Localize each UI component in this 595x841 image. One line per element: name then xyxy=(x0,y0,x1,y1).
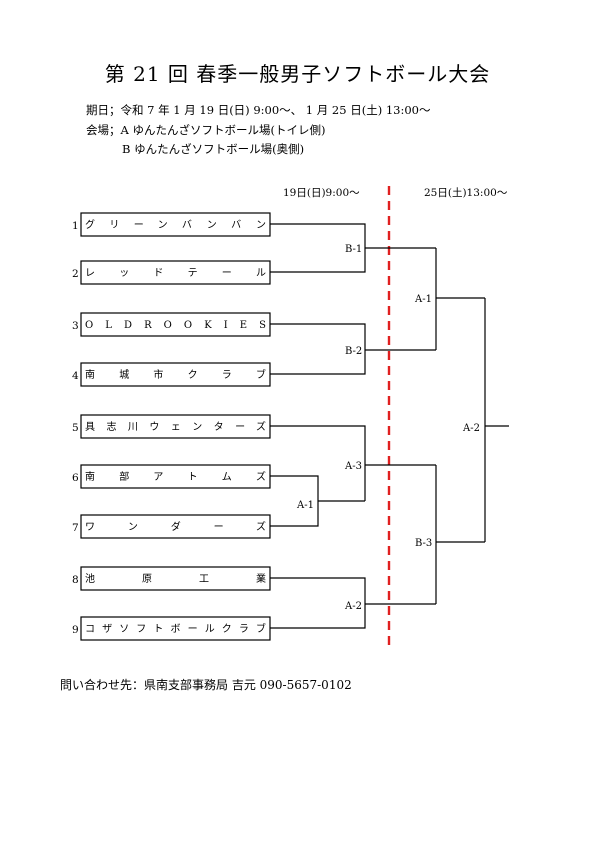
venue-b-line: B ゆんたんざソフトボール場(奥側) xyxy=(122,142,305,156)
team-entry: 7 ワンダーズ xyxy=(72,514,271,539)
schedule-day2-label: 25日(土)13:00～ xyxy=(424,186,508,199)
team-box xyxy=(80,464,271,489)
bracket-line-a3 xyxy=(270,425,366,501)
team-box xyxy=(80,566,271,591)
game-label-a2-first-round: A-2 xyxy=(344,601,362,612)
team-seed-number: 1 xyxy=(72,220,79,232)
venue-a-line: 会場；A ゆんたんざソフトボール場(トイレ側) xyxy=(86,123,326,137)
game-label-a1-first-round: A-1 xyxy=(296,500,314,511)
team-seed-number: 9 xyxy=(72,624,79,636)
team-seed-number: 6 xyxy=(72,472,79,484)
team-seed-number: 5 xyxy=(72,422,79,434)
game-label-a3: A-3 xyxy=(344,461,362,472)
game-label-b1: B-1 xyxy=(345,244,362,255)
team-seed-number: 7 xyxy=(72,522,79,534)
game-label-b2: B-2 xyxy=(345,346,362,357)
team-name: 具志川ウェンターズ xyxy=(85,420,266,433)
game-label-b3: B-3 xyxy=(415,538,432,549)
team-box xyxy=(80,260,271,285)
bracket-line-a2-first xyxy=(270,577,366,629)
team-seed-number: 4 xyxy=(72,370,79,382)
contact-footer: 問い合わせ先：県南支部事務局 吉元 090-5657-0102 xyxy=(60,678,352,692)
team-entry: 5 具志川ウェンターズ xyxy=(72,414,271,439)
game-label-a1-second-round: A-1 xyxy=(414,294,432,305)
bracket-lines xyxy=(270,223,509,629)
team-name: ワンダーズ xyxy=(85,520,266,533)
bracket-line-b2 xyxy=(270,323,366,375)
team-seed-number: 3 xyxy=(72,320,79,332)
schedule-day1-label: 19日(日)9:00～ xyxy=(283,187,360,199)
game-label-final: A-2 xyxy=(462,423,480,434)
game-labels: B-1 B-2 A-1 A-3 A-2 A-1 B-3 A-2 xyxy=(296,244,480,612)
dates-line: 期日；令和 7 年 1 月 19 日(日) 9:00～、 1 月 25 日(土)… xyxy=(86,103,431,117)
team-box xyxy=(80,362,271,387)
page-title: 第 21 回 春季一般男子ソフトボール大会 xyxy=(104,62,491,86)
team-seed-number: 8 xyxy=(72,574,79,586)
team-seed-number: 2 xyxy=(72,268,79,280)
